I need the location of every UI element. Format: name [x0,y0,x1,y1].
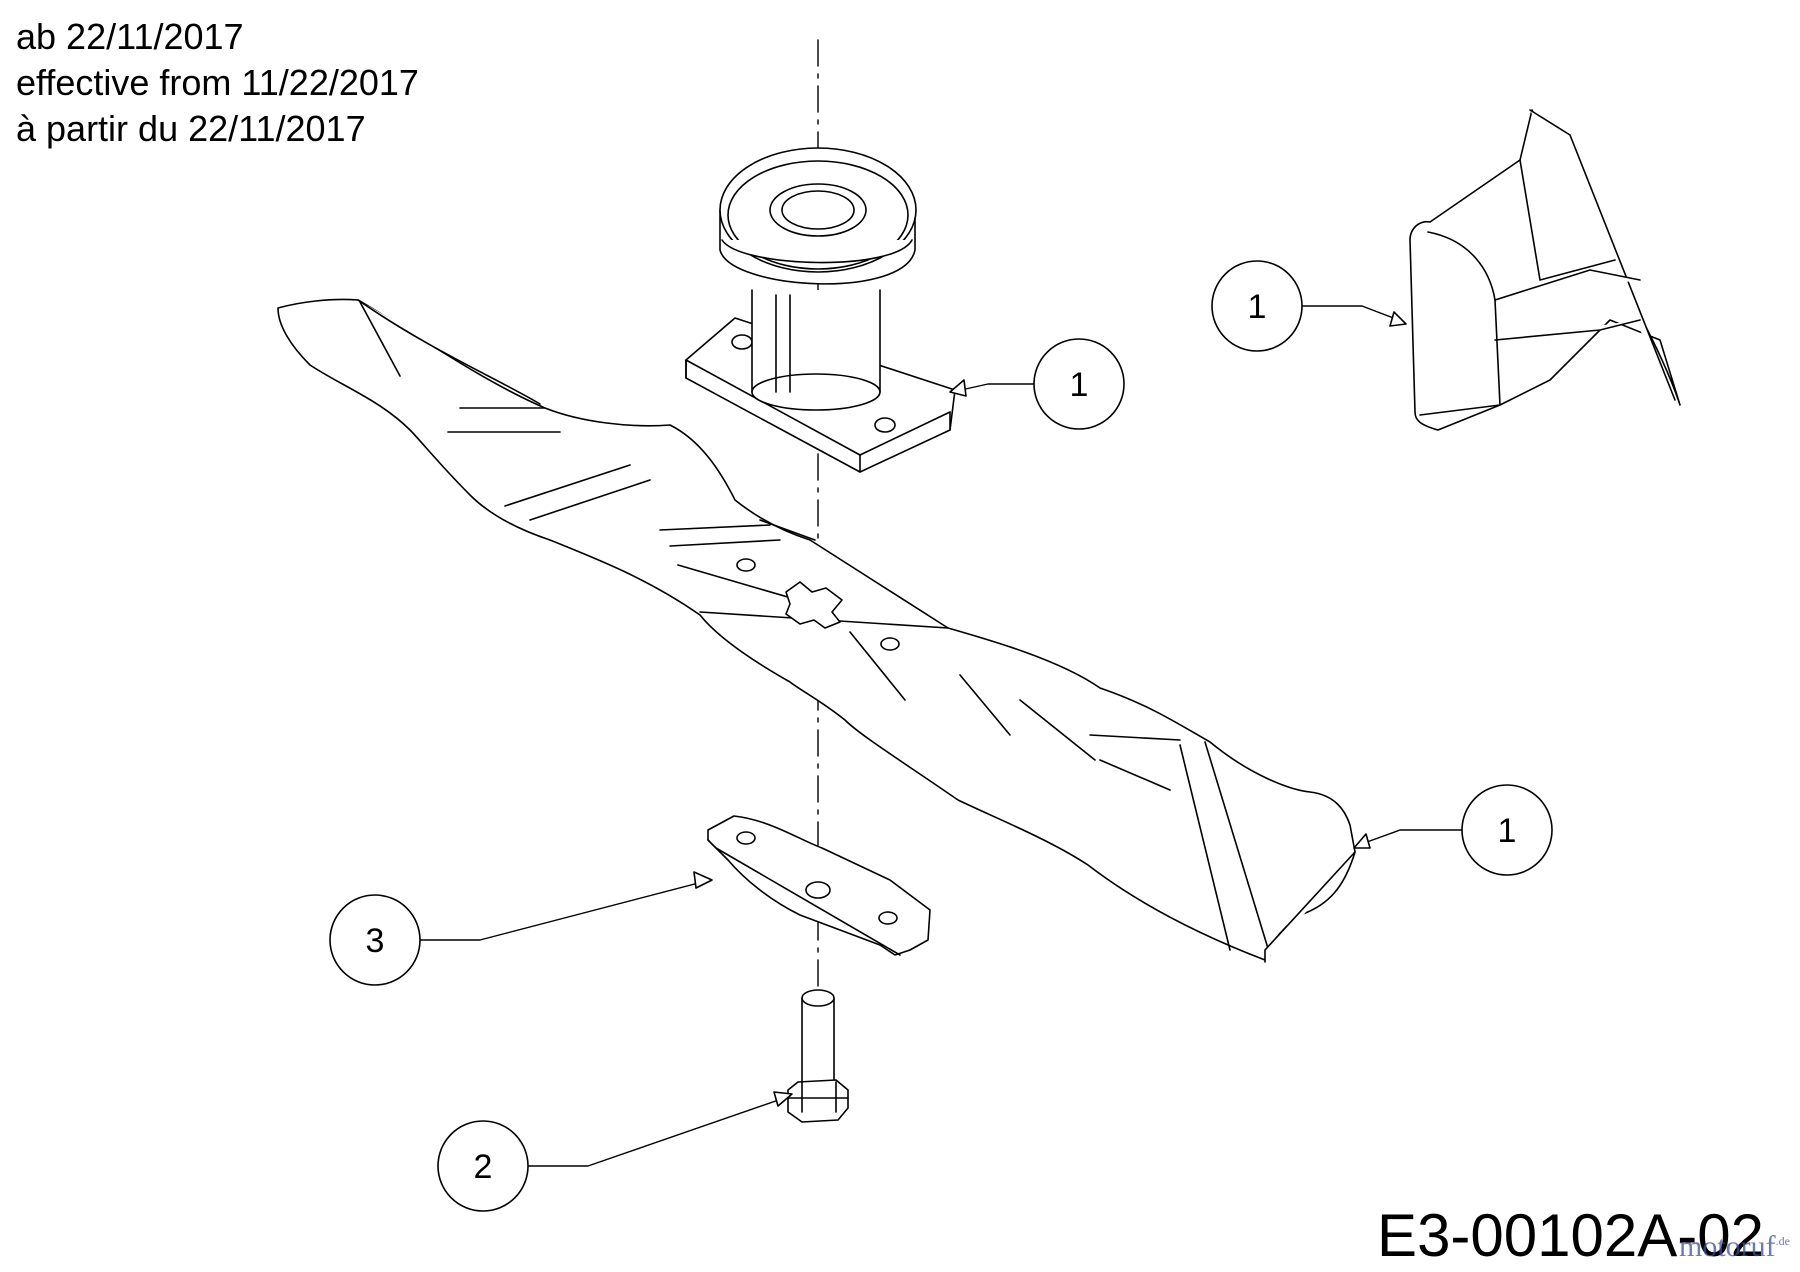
watermark-logo: motoruf.de [1679,1226,1790,1262]
callout-blade-bolt[interactable]: 2 [437,1091,793,1212]
drawing-code: E3-00102A-02 [1377,1202,1764,1269]
callout-balloon [329,894,421,986]
blade-adapter[interactable] [707,815,931,956]
watermark-text: motoruf [1679,1230,1776,1263]
mulching-plug[interactable] [1409,109,1681,431]
mower-blade[interactable] [277,298,1356,963]
callout-balloon [1211,260,1303,352]
effective-date-fr: à partir du 22/11/2017 [16,108,366,149]
watermark-suffix: .de [1775,1234,1790,1248]
callout-mulching-plug[interactable]: 1 [1211,260,1407,352]
effective-date-de: ab 22/11/2017 [16,16,244,57]
callout-balloon [437,1120,529,1212]
blade-bolt[interactable] [787,989,849,1123]
spindle-assembly[interactable] [685,147,956,473]
callout-label: 2 [474,1148,493,1186]
callout-label: 3 [366,922,385,960]
effective-date-en: effective from 11/22/2017 [16,62,419,103]
callout-mower-blade[interactable]: 1 [1353,784,1553,876]
callout-balloon [1033,338,1125,430]
callout-label: 1 [1498,812,1517,850]
effective-date-note: ab 22/11/2017 effective from 11/22/2017 … [16,14,419,152]
callout-label: 1 [1248,288,1267,326]
callout-balloon [1461,784,1553,876]
callout-label: 1 [1070,366,1089,404]
callout-blade-adapter[interactable]: 3 [329,871,713,986]
callout-spindle[interactable]: 1 [949,338,1125,430]
